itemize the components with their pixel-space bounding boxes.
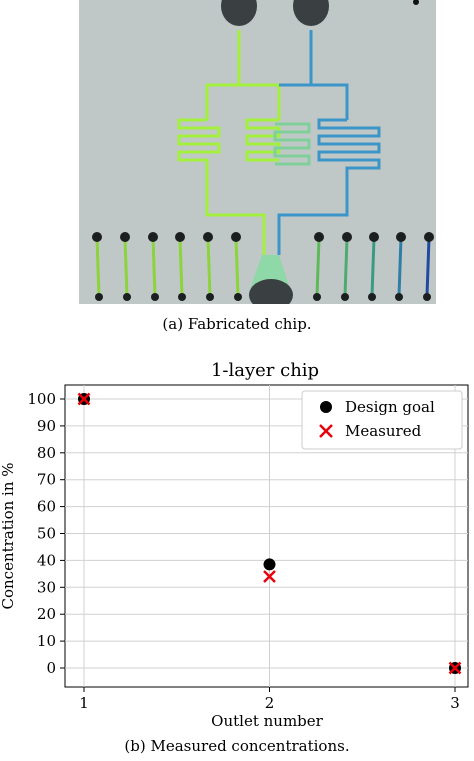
legend-circle-marker	[320, 401, 332, 413]
y-tick-label: 30	[37, 578, 56, 596]
caption-b: (b) Measured concentrations.	[124, 737, 350, 755]
y-tick-label: 0	[46, 659, 56, 677]
x-axis-label: Outlet number	[211, 712, 323, 730]
y-tick-label: 90	[37, 417, 56, 435]
measured-point	[263, 570, 276, 583]
x-tick-label: 2	[265, 694, 275, 712]
legend-label-measured: Measured	[345, 422, 422, 440]
y-tick-label: 40	[37, 551, 56, 569]
y-tick-label: 80	[37, 444, 56, 462]
chip-photo	[79, 0, 436, 304]
chart-title: 1-layer chip	[211, 360, 319, 381]
legend-x-marker	[319, 424, 333, 438]
y-tick-label: 60	[37, 498, 56, 516]
y-tick-label: 50	[37, 525, 56, 543]
measured-point	[77, 392, 91, 406]
legend: Design goal Measured	[301, 390, 463, 450]
x-tick-label: 1	[79, 694, 89, 712]
y-tick-label: 70	[37, 471, 56, 489]
caption-a: (a) Fabricated chip.	[162, 315, 312, 333]
y-tick-label: 20	[37, 605, 56, 623]
legend-label-design-goal: Design goal	[345, 398, 435, 416]
design-goal-point	[263, 558, 276, 571]
x-ticks: 1 2 3	[79, 687, 460, 712]
y-tick-label: 10	[37, 632, 56, 650]
y-ticks: 0 10 20 30 40 50 60 70 80 90 100	[27, 390, 65, 677]
measured-point	[448, 661, 462, 675]
y-tick-label: 100	[27, 390, 56, 408]
data-marks	[77, 392, 462, 675]
x-tick-label: 3	[450, 694, 460, 712]
y-axis-label: Concentration in %	[0, 462, 17, 609]
